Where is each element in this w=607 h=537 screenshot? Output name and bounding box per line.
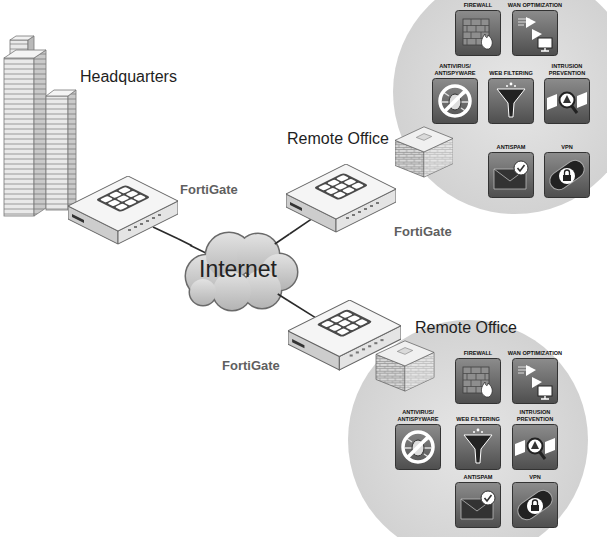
office-building: [376, 341, 434, 391]
feature-label: FIREWALL: [453, 350, 503, 356]
feature-tile: ANTISPAM: [455, 482, 501, 528]
internet-cloud: Internet: [192, 244, 284, 294]
feature-label: INTRUSION PREVENTION: [510, 409, 560, 422]
feature-label: WAN OPTIMIZATION: [502, 350, 568, 356]
fortigate-appliance: [286, 164, 396, 232]
internet-cloud: [186, 233, 297, 310]
ips-icon: [513, 425, 558, 470]
feature-tile: ANTIVIRUS/ ANTISPYWARE: [432, 78, 478, 124]
headquarters-building: [4, 36, 76, 216]
fortigate-appliance: FortiGate: [68, 176, 178, 246]
feature-circle: [348, 320, 588, 537]
feature-tile: ANTIVIRUS/ ANTISPYWARE: [395, 424, 441, 470]
node-label: FortiGate: [394, 224, 452, 239]
vpn-icon: [513, 483, 558, 528]
office-building: Remote Office: [395, 120, 453, 180]
network-link: [278, 294, 288, 300]
node-label: FortiGate: [180, 182, 238, 197]
feature-tile: VPN: [544, 152, 590, 198]
feature-circle: [393, 0, 607, 214]
fortigate-appliance: [68, 176, 178, 244]
wan-icon: [513, 359, 558, 404]
fortigate-appliance: [288, 300, 401, 370]
office-building: [395, 127, 453, 177]
feature-icons: [396, 11, 590, 528]
antispam-icon: [456, 483, 501, 528]
feature-label: VPN: [510, 474, 560, 480]
wan-icon: [513, 11, 558, 56]
feature-label: ANTISPAM: [486, 144, 536, 150]
feature-label: WEB FILTERING: [486, 70, 536, 76]
vpn-icon: [545, 153, 590, 198]
feature-tile: WAN OPTIMIZATION: [512, 358, 558, 404]
antivirus-icon: [396, 425, 441, 470]
link-stubs: [153, 219, 315, 317]
feature-tile: INTRUSION PREVENTION: [544, 78, 590, 124]
feature-tile: WEB FILTERING: [455, 424, 501, 470]
antivirus-icon: [433, 79, 478, 124]
node-label: Headquarters: [80, 68, 177, 86]
feature-tile: WEB FILTERING: [488, 78, 534, 124]
feature-label: WEB FILTERING: [453, 416, 503, 422]
network-link: [275, 234, 290, 244]
node-label: Internet: [199, 256, 277, 283]
feature-tile: FIREWALL: [455, 358, 501, 404]
feature-tile: WAN OPTIMIZATION: [512, 10, 558, 56]
feature-label: FIREWALL: [453, 2, 503, 8]
node-label: Remote Office: [287, 130, 389, 148]
office-building: Remote Office: [375, 335, 435, 393]
fortigate-appliance: FortiGate: [286, 164, 396, 234]
firewall-icon: [456, 11, 501, 56]
feature-label: ANTIVIRUS/ ANTISPYWARE: [430, 63, 480, 76]
firewall-icon: [456, 359, 501, 404]
feature-label: WAN OPTIMIZATION: [502, 2, 568, 8]
node-label: FortiGate: [222, 358, 280, 373]
feature-tile: FIREWALL: [455, 10, 501, 56]
feature-label: ANTISPAM: [453, 474, 503, 480]
ips-icon: [545, 79, 590, 124]
network-link: [178, 239, 192, 246]
feature-label: INTRUSION PREVENTION: [542, 63, 592, 76]
web-filter-icon: [489, 79, 534, 124]
fortigate-appliance: FortiGate: [288, 300, 401, 372]
headquarters-building: Headquarters: [2, 38, 74, 216]
antispam-icon: [489, 153, 534, 198]
web-filter-icon: [456, 425, 501, 470]
node-label: Remote Office: [415, 319, 517, 337]
feature-tile: VPN: [512, 482, 558, 528]
feature-label: VPN: [542, 144, 592, 150]
feature-label: ANTIVIRUS/ ANTISPYWARE: [393, 409, 443, 422]
feature-tile: INTRUSION PREVENTION: [512, 424, 558, 470]
feature-tile: ANTISPAM: [488, 152, 534, 198]
